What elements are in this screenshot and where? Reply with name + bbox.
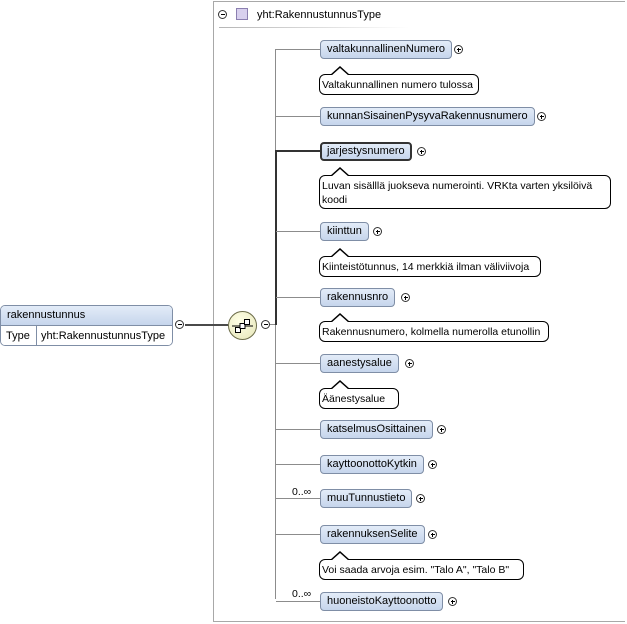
branch-line — [276, 116, 321, 117]
expand-icon[interactable] — [437, 425, 446, 434]
element-valtakunnallinenNumero[interactable]: valtakunnallinenNumero — [320, 40, 453, 59]
annotation-jarjestysnumero: Luvan sisälllä juokseva numerointi. VRKt… — [319, 175, 611, 209]
annotation-line: koodi — [322, 194, 348, 206]
root-type-row: Type yht:RakennustunnusType — [1, 326, 172, 345]
occurrence-label: 0..∞ — [292, 486, 312, 498]
branch-line — [276, 601, 321, 602]
branch-line — [276, 363, 321, 364]
annotation-rakennusnro: Rakennusnumero, kolmella numerolla etuno… — [319, 321, 549, 342]
branch-line — [276, 231, 321, 232]
element-kunnanSisainenPysyvaRakennusnumero[interactable]: kunnanSisainenPysyvaRakennusnumero — [320, 107, 535, 126]
branch-stub — [270, 324, 276, 325]
branch-line — [276, 534, 321, 535]
expand-icon[interactable] — [416, 494, 425, 503]
annotation-tail-fill — [331, 250, 349, 258]
root-type-value: yht:RakennustunnusType — [41, 330, 166, 342]
branch-line — [276, 498, 321, 499]
annotation-rakennuksenSelite: Voi saada arvoja esim. "Talo A", "Talo B… — [319, 559, 524, 580]
annotation-tail-fill — [331, 169, 349, 177]
annotation-line: Luvan sisälllä juokseva numerointi. VRKt… — [322, 180, 593, 192]
element-rakennusnro[interactable]: rakennusnro — [320, 288, 396, 307]
root-element[interactable]: rakennustunnus Type yht:RakennustunnusTy… — [0, 305, 173, 346]
branch-line — [276, 150, 321, 152]
branch-line — [276, 429, 321, 430]
branch-line — [276, 297, 321, 298]
expand-icon[interactable] — [417, 147, 426, 156]
expand-icon[interactable] — [454, 45, 463, 54]
root-element-name: rakennustunnus — [1, 306, 172, 326]
expand-icon[interactable] — [428, 460, 437, 469]
sequence-compositor[interactable] — [228, 311, 257, 340]
collapse-type-icon[interactable] — [218, 10, 227, 19]
element-rakennuksenSelite[interactable]: rakennuksenSelite — [320, 525, 425, 544]
annotation-tail-fill — [331, 68, 349, 76]
element-aanestysalue[interactable]: aanestysalue — [320, 354, 399, 373]
annotation-tail-fill — [331, 553, 349, 561]
complex-type-icon — [236, 8, 248, 20]
annotation-aanestysalue: Äänestysalue — [319, 388, 399, 409]
annotation-valtakunnallinenNumero: Valtakunnallinen numero tulossa — [319, 74, 479, 95]
type-title: yht:RakennustunnusType — [257, 9, 382, 21]
expand-icon[interactable] — [401, 293, 410, 302]
root-connector — [185, 324, 228, 326]
root-type-label: Type — [1, 326, 37, 345]
element-katselmusOsittainen[interactable]: katselmusOsittainen — [320, 420, 434, 439]
expand-icon[interactable] — [405, 359, 414, 368]
annotation-tail-fill — [331, 315, 349, 323]
expand-icon[interactable] — [537, 112, 546, 121]
branch-selected-path — [275, 150, 277, 325]
collapse-root-icon[interactable] — [175, 320, 184, 329]
element-huoneistoKayttoonotto[interactable]: huoneistoKayttoonotto — [320, 592, 444, 611]
collapse-sequence-icon[interactable] — [261, 320, 270, 329]
element-muuTunnustieto[interactable]: muuTunnustieto — [320, 489, 413, 508]
element-kayttoonottoKytkin[interactable]: kayttoonottoKytkin — [320, 455, 424, 474]
expand-icon[interactable] — [428, 530, 437, 539]
occurrence-label: 0..∞ — [292, 588, 312, 600]
type-header-divider — [219, 27, 409, 28]
branch-line — [276, 464, 321, 465]
annotation-kiinttun: Kiinteistötunnus, 14 merkkiä ilman väliv… — [319, 256, 541, 277]
expand-icon[interactable] — [448, 597, 457, 606]
element-kiinttun[interactable]: kiinttun — [320, 222, 369, 241]
sequence-icon — [232, 319, 253, 333]
complex-type-frame — [213, 1, 625, 622]
annotation-tail-fill — [331, 382, 349, 390]
branch-line — [276, 49, 321, 50]
element-jarjestysnumero[interactable]: jarjestysnumero — [320, 142, 412, 161]
expand-icon[interactable] — [373, 227, 382, 236]
